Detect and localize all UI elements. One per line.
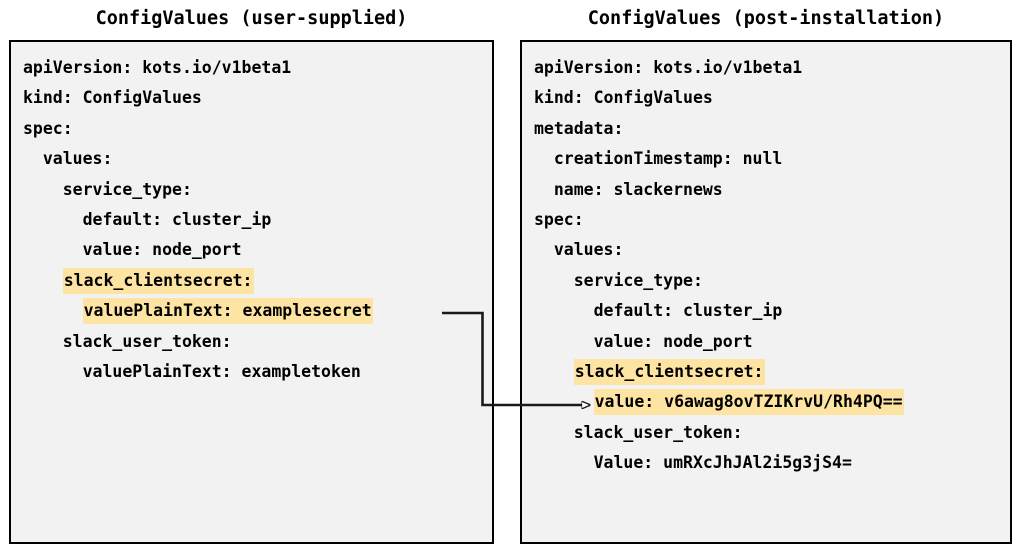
yaml-highlighted-text: slack_clientsecret: [573,358,765,385]
yaml-text: default: cluster_ip [23,209,272,229]
yaml-line: metadata: [534,114,1006,144]
yaml-text: Value: umRXcJhJAl2i5g3jS4= [534,453,852,473]
yaml-indent [23,271,63,290]
yaml-line: valuePlainText: examplesecret [23,296,488,326]
yaml-line: value: v6awag8ovTZIKrvU/Rh4PQ== [534,387,1006,417]
yaml-line: default: cluster_ip [23,205,488,235]
yaml-line: apiVersion: kots.io/v1beta1 [23,53,488,83]
yaml-highlighted-text: value: v6awag8ovTZIKrvU/Rh4PQ== [593,389,904,416]
yaml-text: apiVersion: kots.io/v1beta1 [534,58,803,77]
yaml-text: service_type: [534,270,703,290]
yaml-line: valuePlainText: exampletoken [23,357,488,387]
yaml-line: values: [534,235,1006,265]
yaml-line: service_type: [23,175,488,205]
yaml-line: kind: ConfigValues [23,83,488,113]
yaml-text: valuePlainText: exampletoken [23,361,361,381]
yaml-line: values: [23,144,488,174]
yaml-indent [23,301,83,320]
yaml-line: default: cluster_ip [534,296,1006,326]
yaml-text: values: [23,149,113,169]
yaml-line: creationTimestamp: null [534,144,1006,174]
yaml-text: value: node_port [534,331,753,351]
yaml-line: name: slackernews [534,175,1006,205]
yaml-text: metadata: [534,118,624,138]
yaml-line: service_type: [534,266,1006,296]
yaml-text: spec: [534,209,584,229]
yaml-line: slack_user_token: [23,327,488,357]
yaml-text: kind: ConfigValues [23,88,202,108]
yaml-line: slack_user_token: [534,418,1006,448]
yaml-text: service_type: [23,179,192,199]
yaml-line: value: node_port [534,327,1006,357]
yaml-text: value: node_port [23,240,242,260]
yaml-text: apiVersion: kots.io/v1beta1 [23,58,292,77]
yaml-line: slack_clientsecret: [534,357,1006,387]
yaml-text: name: slackernews [534,179,723,199]
yaml-indent [534,362,574,381]
yaml-indent [534,392,594,411]
yaml-text: creationTimestamp: null [534,149,783,169]
yaml-line: kind: ConfigValues [534,83,1006,113]
panel-title-user-supplied: ConfigValues (user-supplied) [95,8,408,29]
yaml-panel-post-installation: apiVersion: kots.io/v1beta1 kind: ConfigV… [520,40,1012,544]
yaml-code-block-user-supplied: apiVersion: kots.io/v1beta1 kind: ConfigV… [23,53,488,387]
yaml-text: slack_user_token: [23,331,232,351]
yaml-highlighted-text: slack_clientsecret: [62,267,254,294]
yaml-text: kind: ConfigValues [534,88,713,108]
yaml-line: spec: [23,114,488,144]
panel-title-post-installation: ConfigValues (post-installation) [587,8,945,29]
yaml-text: slack_user_token: [534,422,743,442]
yaml-code-block-post-installation: apiVersion: kots.io/v1beta1 kind: ConfigV… [534,53,1006,478]
yaml-highlighted-text: valuePlainText: examplesecret [82,298,373,325]
yaml-line: value: node_port [23,235,488,265]
yaml-line: apiVersion: kots.io/v1beta1 [534,53,1006,83]
yaml-text: spec: [23,118,73,138]
yaml-text: default: cluster_ip [534,301,783,321]
yaml-line: slack_clientsecret: [23,266,488,296]
yaml-line: Value: umRXcJhJAl2i5g3jS4= [534,448,1006,478]
yaml-text: values: [534,240,624,260]
yaml-line: spec: [534,205,1006,235]
yaml-panel-user-supplied: apiVersion: kots.io/v1beta1 kind: ConfigV… [9,40,494,544]
